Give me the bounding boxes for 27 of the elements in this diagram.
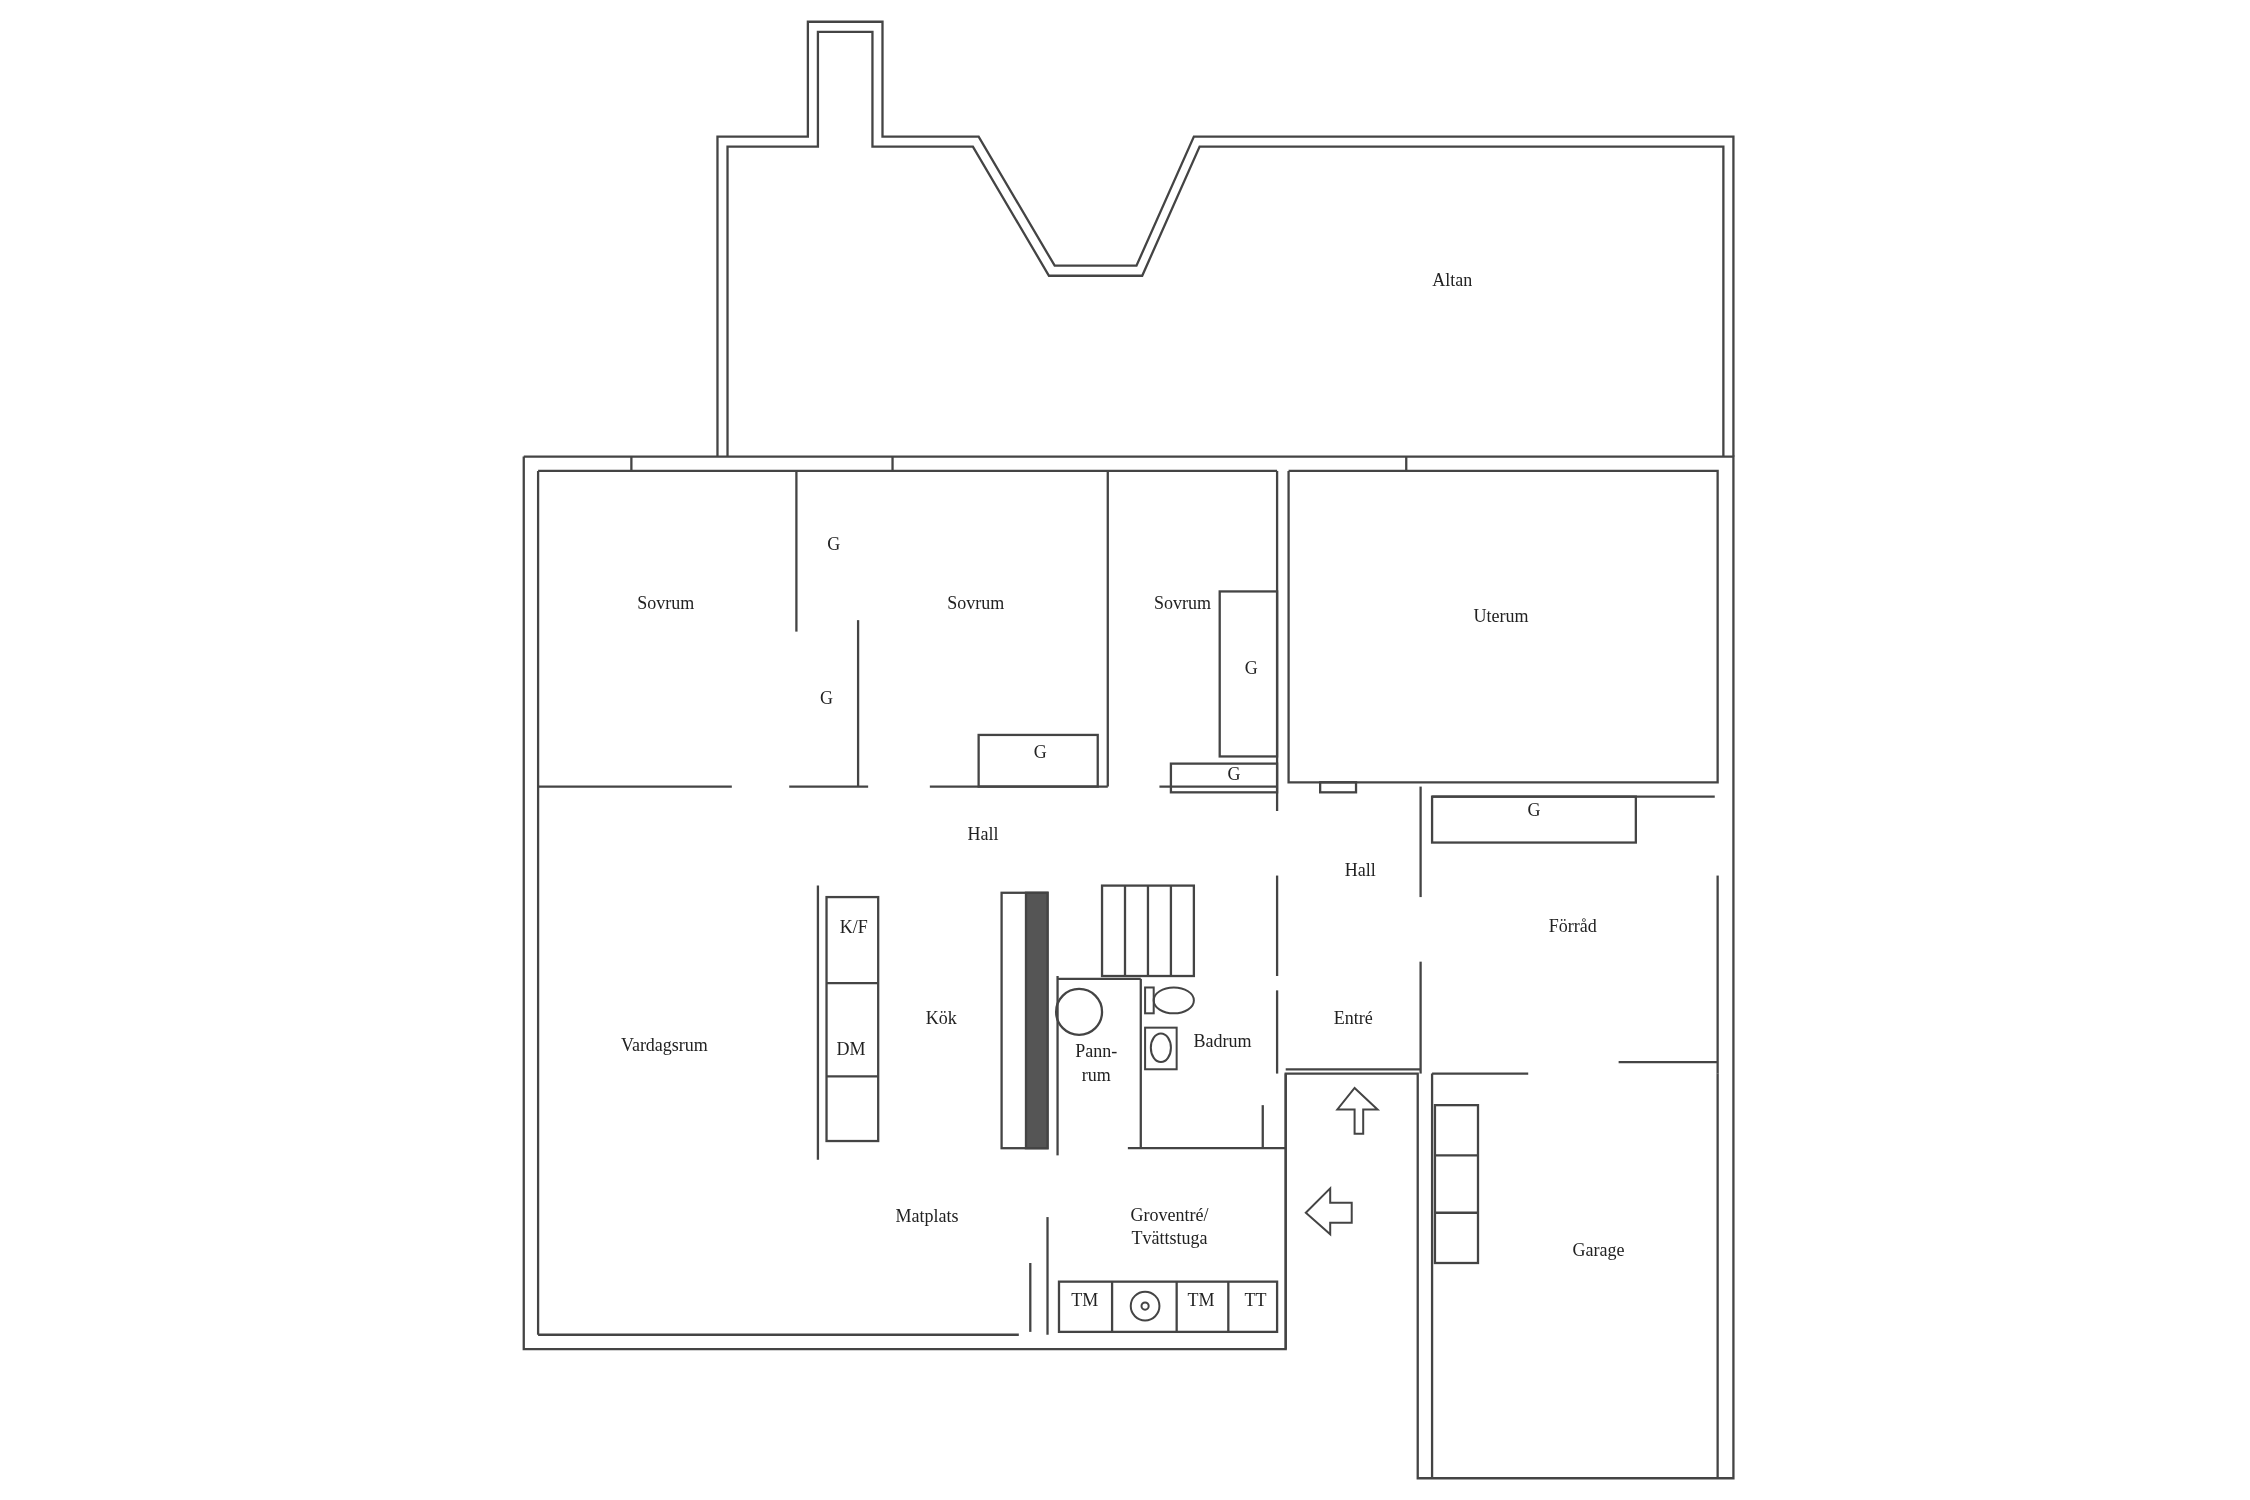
- room-label: Groventré/ Tvättstuga: [1129, 1203, 1210, 1250]
- appliance-label: TM: [1187, 1289, 1215, 1313]
- room-label: Sovrum: [947, 592, 1005, 616]
- wardrobe-label: G: [827, 533, 841, 557]
- room-label: Förråd: [1548, 915, 1597, 939]
- appliance-label: TT: [1244, 1289, 1267, 1313]
- wardrobe-label: G: [820, 687, 833, 711]
- room-label: Badrum: [1193, 1030, 1252, 1054]
- room-label: Hall: [967, 823, 999, 847]
- room-label: Garage: [1572, 1239, 1625, 1263]
- appliance-label: TM: [1071, 1289, 1099, 1313]
- room-label: Entré: [1333, 1007, 1373, 1031]
- room-label: Altan: [1432, 269, 1473, 293]
- room-label: Hall: [1344, 859, 1376, 883]
- room-label: Kök: [925, 1007, 957, 1031]
- appliance-label: K/F: [839, 916, 868, 940]
- room-label: Sovrum: [637, 592, 695, 616]
- room-label: Uterum: [1473, 605, 1529, 629]
- room-label: Matplats: [895, 1205, 959, 1229]
- wardrobe-label: G: [1244, 657, 1258, 680]
- wardrobe-label: G: [1227, 763, 1241, 787]
- wardrobe-label: G: [1527, 799, 1541, 823]
- wardrobe-label: G: [1033, 741, 1047, 765]
- room-label: Pann- rum: [1074, 1039, 1119, 1087]
- room-label: Vardagsrum: [620, 1034, 708, 1058]
- appliance-label: DM: [836, 1038, 866, 1062]
- room-label: Sovrum: [1153, 592, 1211, 616]
